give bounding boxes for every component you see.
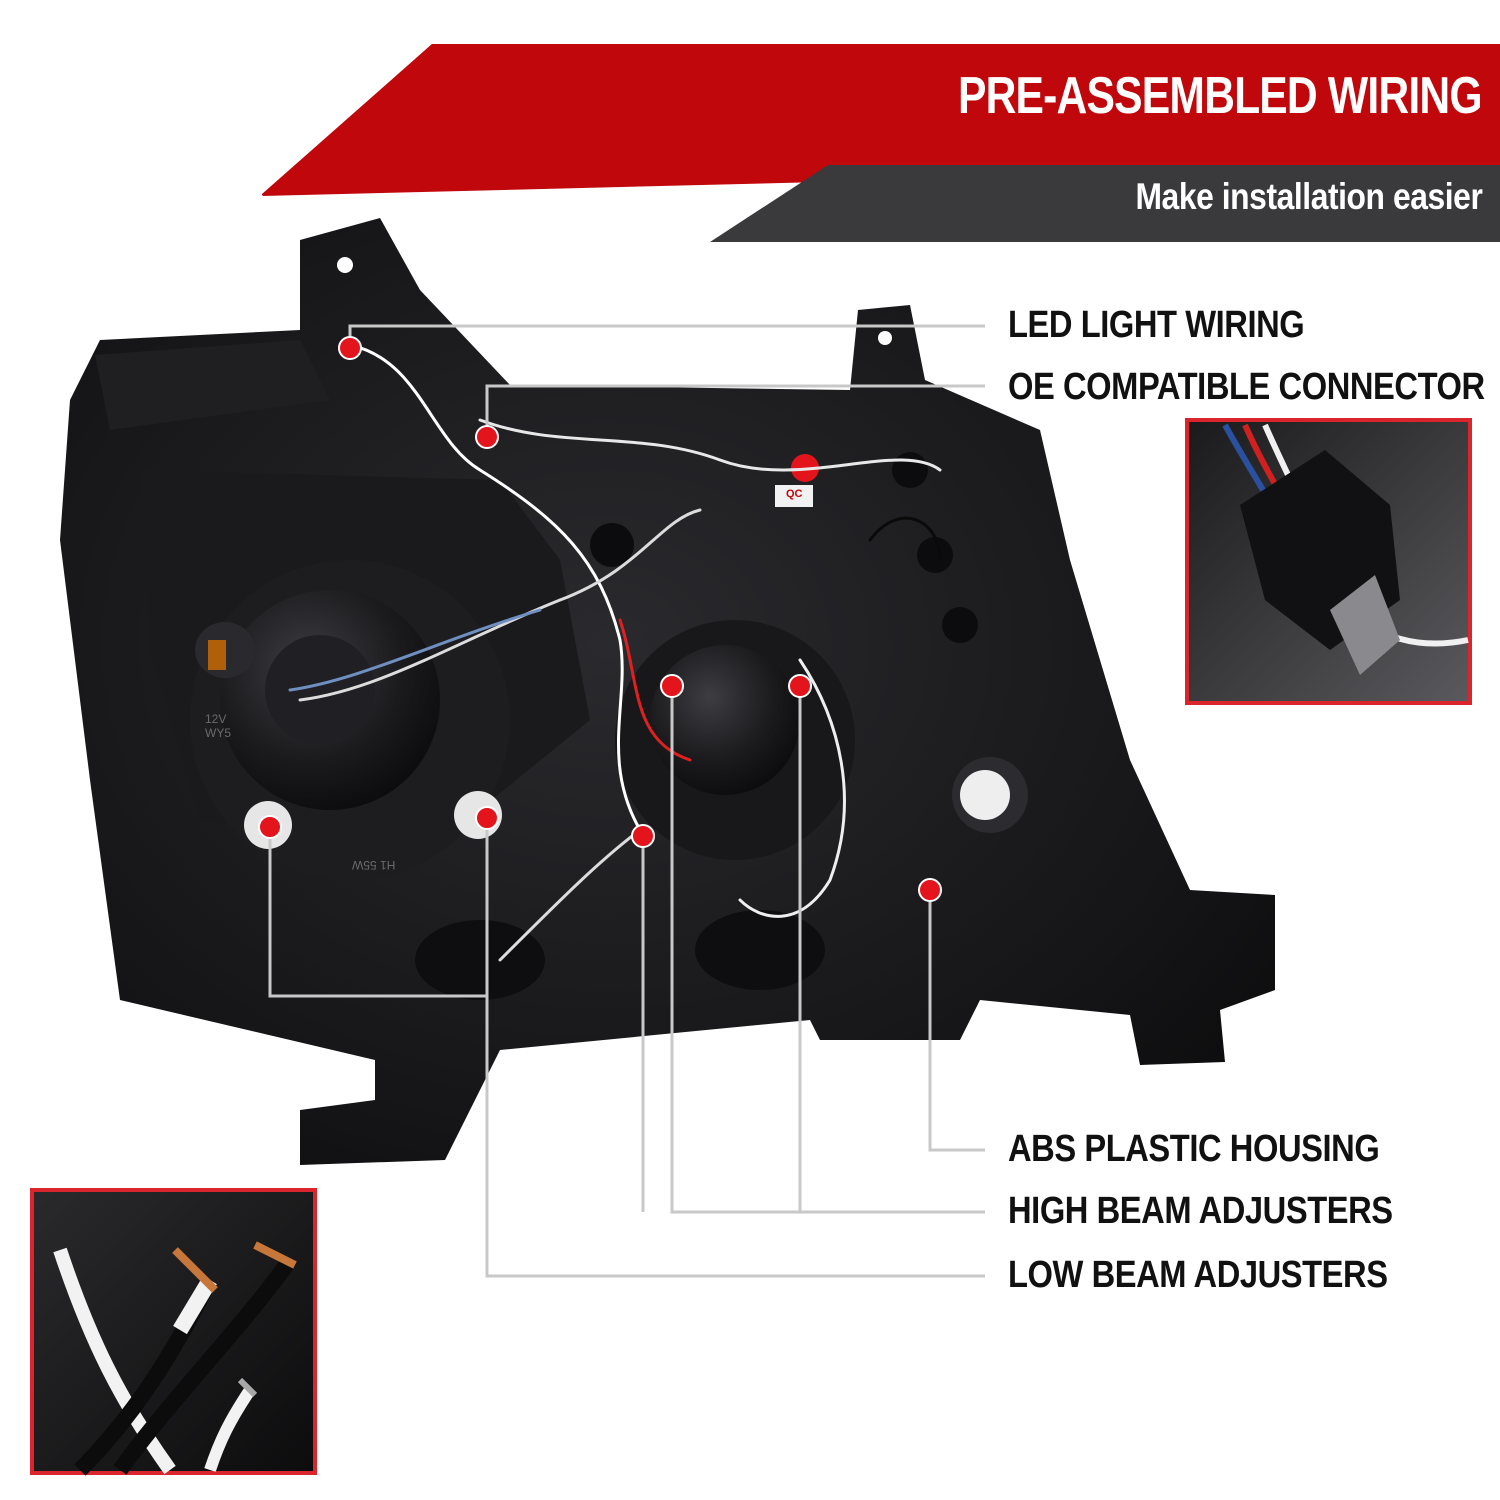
leader-lines [268,324,985,1278]
title-banner-top [262,44,1500,196]
subtitle-banner [710,165,1500,242]
connector-inset [1185,418,1472,705]
banner-title: PRE-ASSEMBLED WIRING [958,67,1483,125]
marker-led-light-wiring [338,336,362,360]
marker-high-beam-adjuster-1 [660,674,684,698]
marker-high-beam-adjuster-3 [788,674,812,698]
callout-led-light-wiring: LED LIGHT WIRING [1008,304,1305,346]
wires-inset [30,1188,317,1476]
wiring-harness [288,343,942,962]
marker-low-beam-adjuster-left [258,815,282,839]
callout-abs-plastic-housing: ABS PLASTIC HOUSING [1008,1128,1380,1170]
marker-oe-connector [475,425,499,449]
callout-low-beam-adjusters: LOW BEAM ADJUSTERS [1008,1254,1388,1296]
marking-low-beam: H1 55W [352,858,396,872]
marker-high-beam-adjuster-2 [631,824,655,848]
qc-sticker: QC [786,488,803,500]
callout-oe-compatible-connector: OE COMPATIBLE CONNECTOR [1008,366,1485,408]
banner-subtitle: Make installation easier [1135,176,1482,217]
marking-left-bulb: 12V WY5 [205,712,232,740]
callout-high-beam-adjusters: HIGH BEAM ADJUSTERS [1008,1190,1393,1232]
marker-abs-housing [918,878,942,902]
callout-markers [258,336,942,902]
marker-low-beam-adjuster-right [475,806,499,830]
